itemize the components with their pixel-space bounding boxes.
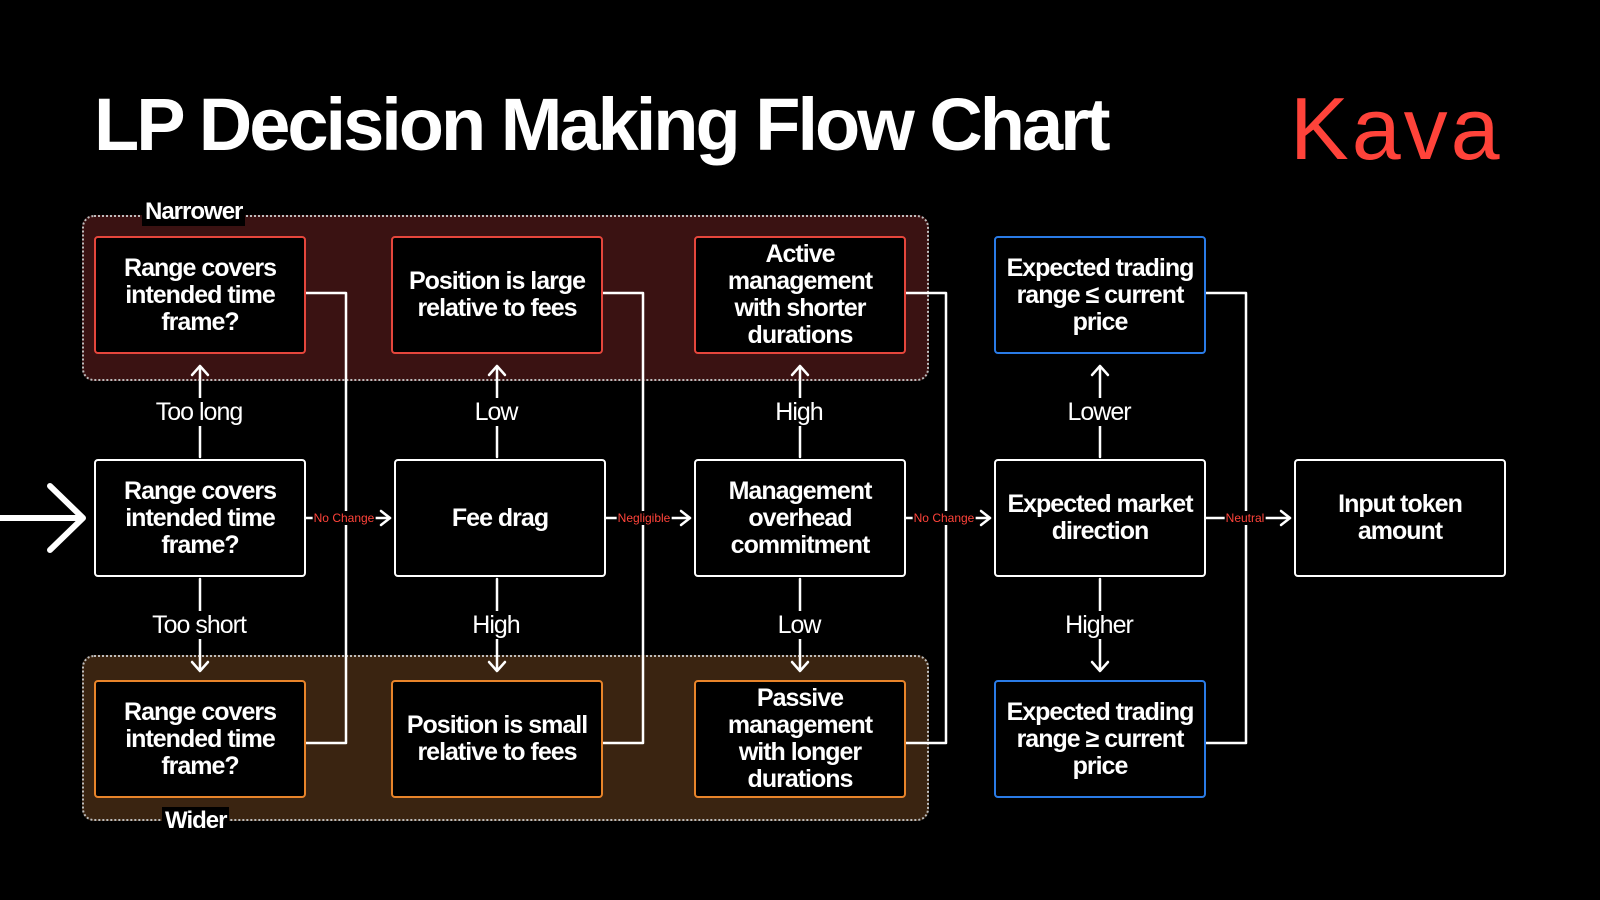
connector-label-no-change-2: No Change: [912, 511, 976, 525]
kava-logo: Kava: [1290, 79, 1503, 178]
node-range-below-price: Expected trading range ≤ current price: [994, 236, 1206, 354]
node-management-overhead: Management overhead commitment: [694, 459, 906, 577]
arrowhead-col2-col3: [679, 509, 692, 527]
edge-label-lower: Lower: [1065, 398, 1133, 426]
connector-label-no-change-1: No Change: [312, 511, 376, 525]
node-position-small: Position is small relative to fees: [391, 680, 603, 798]
wider-group-label: Wider: [162, 807, 230, 835]
arrowhead-col4-col5: [1279, 509, 1292, 527]
node-market-direction: Expected market direction: [994, 459, 1206, 577]
edge-label-higher: Higher: [1063, 611, 1135, 639]
node-active-management: Active management with shorter durations: [694, 236, 906, 354]
arrowhead-fee-up: [487, 364, 507, 377]
arrowhead-col3-col4: [979, 509, 992, 527]
edge-label-too-long: Too long: [153, 398, 245, 426]
edge-label-high-overhead: High: [773, 398, 825, 426]
node-input-token-amount: Input token amount: [1294, 459, 1506, 577]
connector-label-neutral: Neutral: [1224, 511, 1266, 525]
arrowhead-mgmt-down: [790, 660, 810, 673]
node-range-covers-start: Range covers intended time frame?: [94, 459, 306, 577]
narrower-group-label: Narrower: [142, 198, 246, 226]
arrowhead-direction-up: [1090, 364, 1110, 377]
edge-label-too-short: Too short: [150, 611, 248, 639]
node-range-covers-wider: Range covers intended time frame?: [94, 680, 306, 798]
arrowhead-direction-down: [1090, 660, 1110, 673]
arrowhead-range-up: [190, 364, 210, 377]
edge-label-low: Low: [472, 398, 520, 426]
page-title: LP Decision Making Flow Chart: [94, 83, 1111, 166]
entry-arrow-head: [47, 483, 86, 553]
node-passive-management: Passive management with longer durations: [694, 680, 906, 798]
node-range-above-price: Expected trading range ≥ current price: [994, 680, 1206, 798]
edge-label-high: High: [470, 611, 522, 639]
arrowhead-mgmt-up: [790, 364, 810, 377]
node-fee-drag: Fee drag: [394, 459, 606, 577]
arrowhead-fee-down: [487, 660, 507, 673]
edge-label-low-overhead: Low: [775, 611, 823, 639]
node-position-large: Position is large relative to fees: [391, 236, 603, 354]
arrowhead-col1-col2: [379, 509, 392, 527]
node-range-covers-narrower: Range covers intended time frame?: [94, 236, 306, 354]
arrowhead-range-down: [190, 660, 210, 673]
connector-label-negligible: Negligible: [616, 511, 672, 525]
